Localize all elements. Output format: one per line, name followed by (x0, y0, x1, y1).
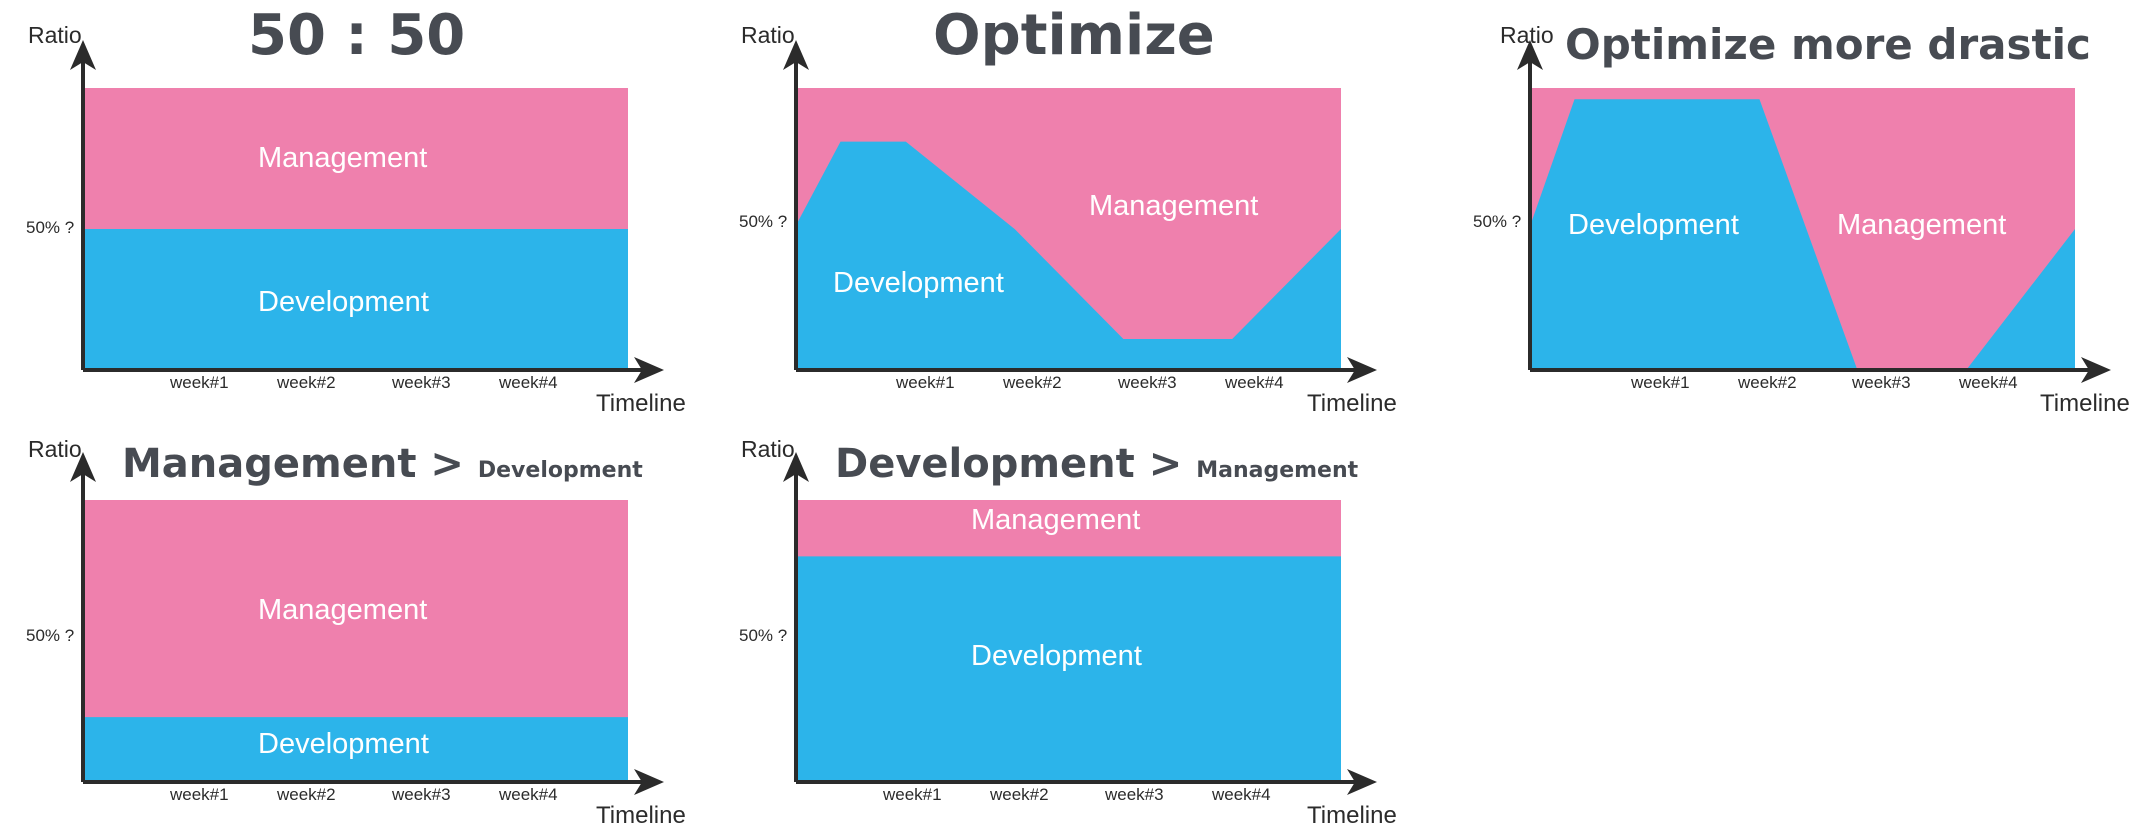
area-development (797, 556, 1341, 782)
x-axis-arrow (634, 357, 664, 383)
y-axis-arrow (70, 452, 96, 482)
series-label-management: Management (1837, 209, 2007, 241)
chart-title: Management >Development (122, 441, 643, 487)
x-tick-label: week#4 (499, 373, 558, 392)
y-axis-label: Ratio (741, 22, 795, 48)
x-tick-label: week#1 (1631, 373, 1690, 392)
x-axis-label: Timeline (1307, 390, 1397, 417)
x-tick-label: week#2 (277, 373, 336, 392)
chart-panel-1: 50 : 50 Ratio 50% ? week#1 week#2 week#3… (0, 0, 690, 418)
chart-panel-5: Development >Management Ratio 50% ? week… (713, 412, 1403, 829)
y-axis-label: Ratio (741, 436, 795, 462)
x-tick-label: week#3 (392, 785, 451, 804)
chart-title: Optimize (933, 3, 1215, 68)
x-axis-label: Timeline (2040, 390, 2130, 417)
series-label-development: Development (833, 267, 1004, 299)
x-axis-arrow (2081, 357, 2111, 383)
x-tick-label: week#4 (1959, 373, 2018, 392)
x-tick-label: week#2 (990, 785, 1049, 804)
chart-panel-4: Management >Development Ratio 50% ? week… (0, 412, 690, 829)
x-tick-label: week#3 (1852, 373, 1911, 392)
y-axis-label: Ratio (1500, 22, 1554, 48)
x-tick-label: week#3 (392, 373, 451, 392)
series-label-management: Management (1089, 190, 1259, 222)
chart-svg (70, 40, 664, 383)
chart-panel-2: Optimize Ratio 50% ? week#1 week#2 week#… (713, 0, 1403, 418)
chart-title: 50 : 50 (248, 3, 466, 68)
chart-svg (783, 40, 1377, 383)
y-axis-arrow (1517, 40, 1543, 70)
y-annotation: 50% ? (739, 626, 788, 645)
x-tick-label: week#3 (1105, 785, 1164, 804)
x-axis-arrow (1347, 769, 1377, 795)
chart-title: Development >Management (835, 441, 1359, 487)
x-axis-arrow (1347, 357, 1377, 383)
x-tick-label: week#2 (1738, 373, 1797, 392)
series-label-development: Development (258, 728, 429, 760)
x-tick-label: week#2 (277, 785, 336, 804)
chart-svg (70, 452, 664, 795)
x-tick-label: week#4 (499, 785, 558, 804)
x-axis-label: Timeline (596, 390, 686, 417)
x-tick-label: week#2 (1003, 373, 1062, 392)
x-axis-label: Timeline (1307, 802, 1397, 829)
x-axis-arrow (634, 769, 664, 795)
area-development (84, 229, 628, 370)
area-development (797, 141, 1341, 370)
series-label-management: Management (258, 594, 428, 626)
y-axis-label: Ratio (28, 436, 82, 462)
x-tick-label: week#4 (1225, 373, 1284, 392)
chart-svg (783, 452, 1377, 795)
chart-svg (1517, 40, 2111, 383)
chart-panel-3: Optimize more drastic Ratio 50% ? week#1… (1447, 0, 2137, 417)
y-axis-arrow (783, 452, 809, 482)
x-axis-label: Timeline (596, 802, 686, 829)
series-label-development: Development (258, 286, 429, 318)
series-label-management: Management (258, 142, 428, 174)
y-annotation: 50% ? (1473, 212, 1522, 231)
x-tick-label: week#1 (170, 373, 229, 392)
y-axis-label: Ratio (28, 22, 82, 48)
y-annotation: 50% ? (739, 212, 788, 231)
x-tick-label: week#3 (1118, 373, 1177, 392)
x-tick-label: week#1 (896, 373, 955, 392)
x-tick-label: week#1 (170, 785, 229, 804)
y-axis-arrow (783, 40, 809, 70)
area-development (1531, 99, 2075, 370)
series-label-development: Development (971, 640, 1142, 672)
y-annotation: 50% ? (26, 626, 75, 645)
y-axis-arrow (70, 40, 96, 70)
y-annotation: 50% ? (26, 218, 75, 237)
series-label-management: Management (971, 504, 1141, 536)
chart-title: Optimize more drastic (1565, 20, 2091, 69)
series-label-development: Development (1568, 209, 1739, 241)
x-tick-label: week#1 (883, 785, 942, 804)
x-tick-label: week#4 (1212, 785, 1271, 804)
area-development (84, 717, 628, 782)
